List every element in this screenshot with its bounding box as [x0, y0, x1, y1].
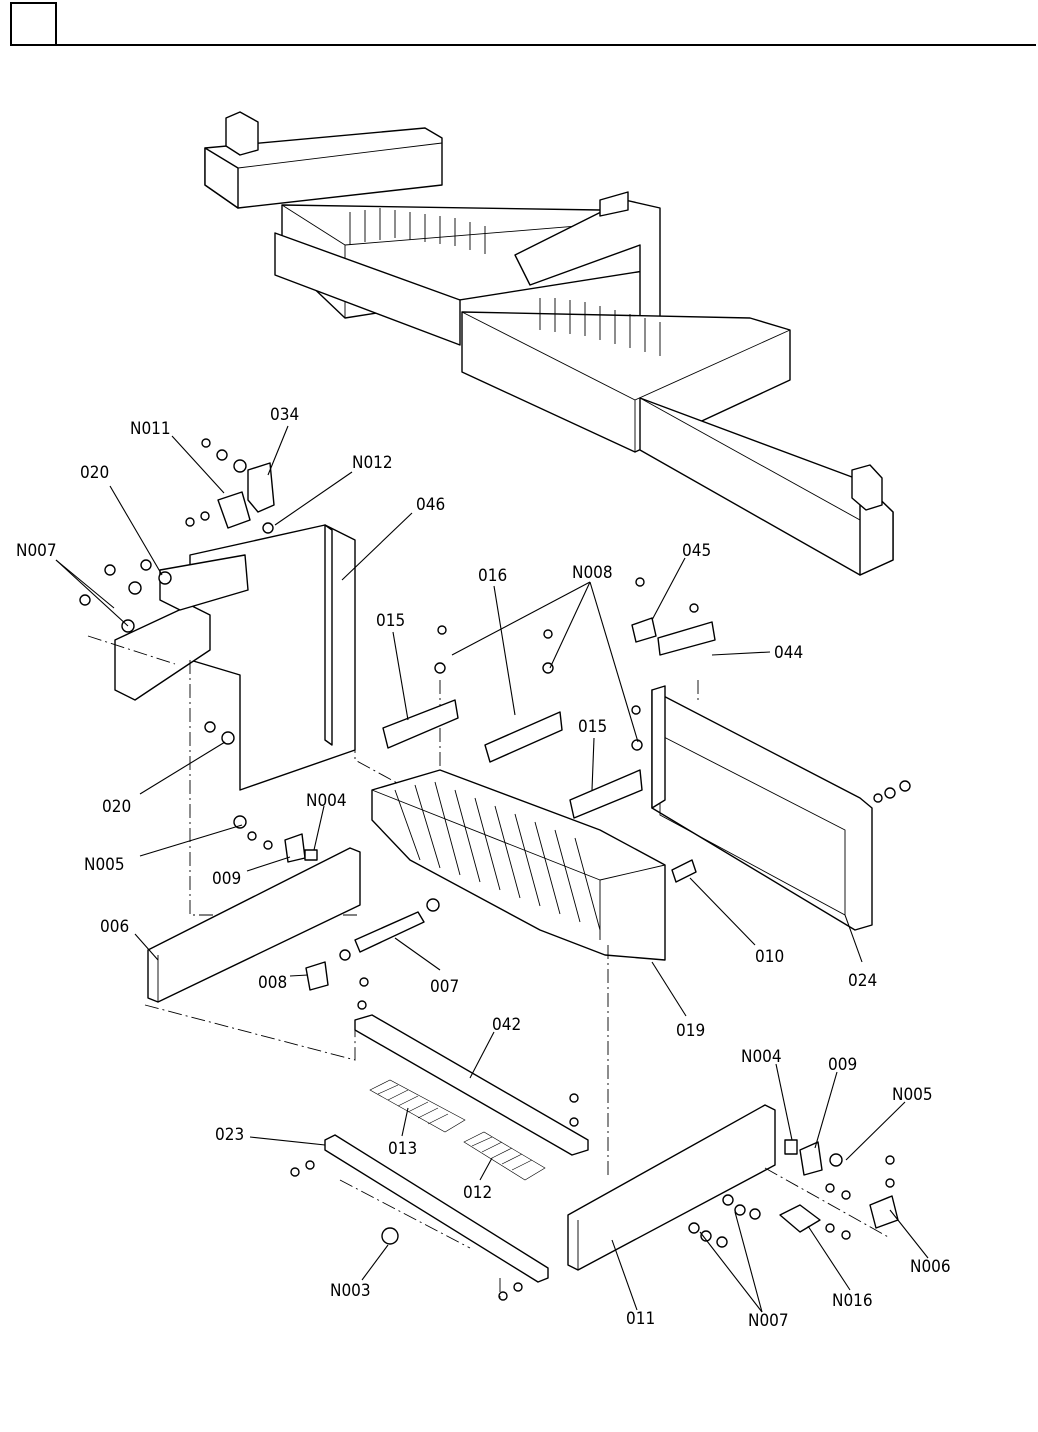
label-008: 008: [258, 973, 287, 993]
label-n004-right: N004: [741, 1047, 782, 1067]
label-n007-left: N007: [16, 541, 57, 561]
connector-n005: [234, 816, 246, 828]
top-assembly-illustration: [205, 112, 893, 575]
comb-044: [658, 622, 715, 655]
connector-n005-right: [830, 1154, 842, 1166]
label-034: 034: [270, 405, 299, 425]
pin-010: [672, 860, 696, 882]
label-016: 016: [478, 566, 507, 586]
side-plate-006: [148, 848, 360, 1002]
label-042: 042: [492, 1015, 521, 1035]
label-n005-right: N005: [892, 1085, 933, 1105]
label-n006: N006: [910, 1257, 951, 1277]
label-n012: N012: [352, 453, 393, 473]
label-019: 019: [676, 1021, 705, 1041]
mesh-012: [464, 1132, 545, 1180]
screw-n003: [382, 1228, 398, 1244]
label-045: 045: [682, 541, 711, 561]
label-020-top: 020: [80, 463, 109, 483]
label-015-right: 015: [578, 717, 607, 737]
sensor-n006: [870, 1196, 898, 1228]
label-044: 044: [774, 643, 803, 663]
label-046: 046: [416, 495, 445, 515]
label-013: 013: [388, 1139, 417, 1159]
label-n008: N008: [572, 563, 613, 583]
rail-015-left: [383, 700, 458, 748]
left-side-parts: [80, 439, 440, 915]
rail-023: [325, 1135, 548, 1282]
label-n005-left: N005: [84, 855, 125, 875]
label-009-right: 009: [828, 1055, 857, 1075]
bracket-n016: [780, 1205, 820, 1232]
label-n007-right: N007: [748, 1311, 789, 1331]
lower-right-parts: [568, 1105, 898, 1270]
bracket-plate-020: [115, 605, 210, 700]
label-011: 011: [626, 1309, 655, 1329]
label-024: 024: [848, 971, 877, 991]
rail-015-right: [570, 770, 642, 818]
label-007: 007: [430, 977, 459, 997]
mesh-013: [370, 1080, 465, 1132]
bracket-009-right: [800, 1142, 822, 1175]
bracket-008: [306, 962, 328, 990]
comb-bar-042: [355, 1015, 588, 1155]
label-n011: N011: [130, 419, 171, 439]
spacer-n004-right: [785, 1140, 797, 1154]
shaft-007: [355, 912, 424, 952]
clamp-045: [632, 618, 656, 642]
rail-016: [485, 712, 562, 762]
connector-n012: [263, 523, 273, 533]
label-012: 012: [463, 1183, 492, 1203]
spacer-n004: [305, 850, 317, 860]
label-n016: N016: [832, 1291, 873, 1311]
frame-024: [652, 690, 872, 930]
label-010: 010: [755, 947, 784, 967]
sensor-n011: [218, 492, 250, 528]
label-006: 006: [100, 917, 129, 937]
label-020-bottom: 020: [102, 797, 131, 817]
label-n004-left: N004: [306, 791, 347, 811]
label-015-left: 015: [376, 611, 405, 631]
label-023: 023: [215, 1125, 244, 1145]
label-n003: N003: [330, 1281, 371, 1301]
label-009-left: 009: [212, 869, 241, 889]
